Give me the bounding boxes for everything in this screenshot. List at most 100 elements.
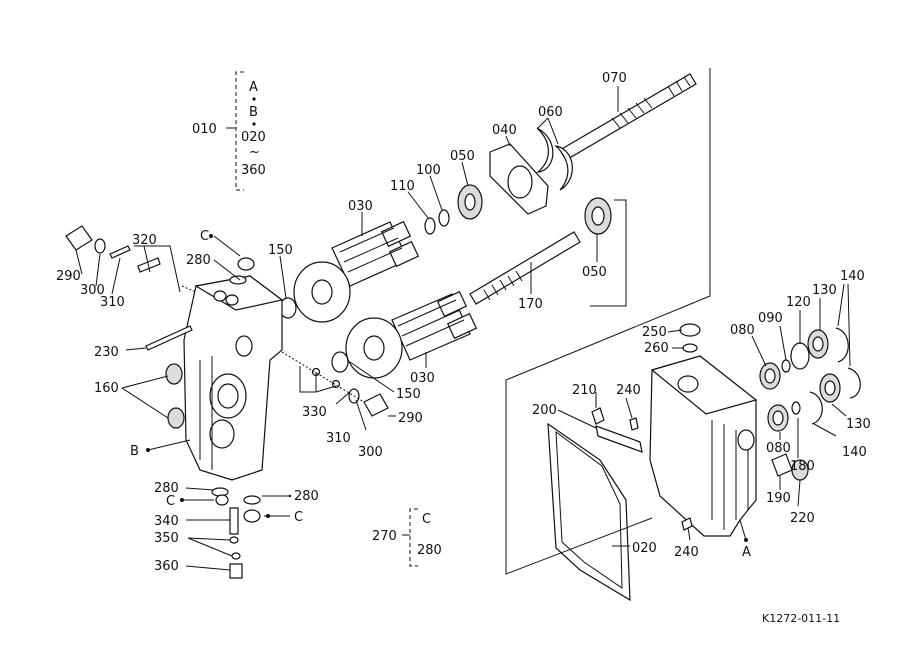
- label-090: 090: [758, 311, 783, 326]
- label-300-right: 300: [358, 445, 383, 460]
- pin-210: [591, 407, 605, 425]
- plug-150-lower: [331, 351, 349, 373]
- bolt-230: [145, 325, 193, 351]
- cylinder-barrel-upper: [293, 261, 351, 323]
- gasket-020: [547, 422, 631, 602]
- bearing-050-upper: [457, 184, 483, 220]
- label-050-lower: 050: [582, 265, 607, 280]
- label-260: 260: [644, 341, 669, 356]
- label-150-lower: 150: [396, 387, 421, 402]
- label-c-bottom-b: C: [294, 510, 303, 525]
- plug-360: [229, 563, 243, 579]
- plug-c-bottom-a: [215, 494, 229, 506]
- ring-110: [424, 217, 436, 235]
- label-280-top: 280: [186, 253, 211, 268]
- left-housing: [183, 275, 284, 481]
- legend-010-label: 010: [192, 122, 217, 137]
- label-c-bottom-a: C: [166, 494, 175, 509]
- legend-270-label: 270: [372, 529, 397, 544]
- bearing-080-bottom: [767, 404, 789, 432]
- label-350: 350: [154, 531, 179, 546]
- valve-340: [229, 507, 239, 535]
- label-030-upper: 030: [348, 199, 373, 214]
- label-150-upper: 150: [268, 243, 293, 258]
- valve-290-right: [363, 393, 389, 417]
- plug-c-top: [237, 257, 255, 271]
- label-280-bottom-a: 280: [154, 481, 179, 496]
- legend-010-item-a: A: [249, 80, 258, 95]
- valve-290-left: [65, 225, 93, 251]
- label-230: 230: [94, 345, 119, 360]
- callout-labels: 070 060 040 050 100 110 030 150 050 170 …: [56, 71, 871, 574]
- legend-010-item-360: 360: [241, 163, 266, 178]
- label-180: 180: [790, 459, 815, 474]
- bearing-130-top: [807, 329, 829, 359]
- label-140-top: 140: [840, 269, 865, 284]
- label-b: B: [130, 444, 139, 459]
- label-030-lower: 030: [410, 371, 435, 386]
- bearing-130-bottom: [819, 373, 841, 403]
- label-120: 120: [786, 295, 811, 310]
- label-040: 040: [492, 123, 517, 138]
- valve-320: [137, 257, 161, 273]
- legend-010-item-020: 020: [241, 130, 266, 145]
- label-110: 110: [390, 179, 415, 194]
- label-360: 360: [154, 559, 179, 574]
- label-080-top: 080: [730, 323, 755, 338]
- label-280-bottom-b: 280: [294, 489, 319, 504]
- shaft-070: [559, 73, 697, 161]
- bearing-050-lower: [584, 197, 612, 235]
- label-a: A: [742, 545, 751, 560]
- cradle-040: [489, 143, 549, 215]
- bearing-160-b: [167, 407, 185, 429]
- circlip-140-mid: [847, 367, 861, 399]
- legend-010-item-b: B: [249, 105, 258, 120]
- label-320: 320: [132, 233, 157, 248]
- label-190: 190: [766, 491, 791, 506]
- label-170: 170: [518, 297, 543, 312]
- circlip-140-top: [835, 327, 849, 363]
- label-200: 200: [532, 403, 557, 418]
- label-300-left: 300: [80, 283, 105, 298]
- label-240-top: 240: [616, 383, 641, 398]
- ring-090: [781, 359, 791, 373]
- legend-270-item-c: C: [422, 512, 431, 527]
- fork-060: [536, 127, 573, 191]
- label-100: 100: [416, 163, 441, 178]
- ring-180: [791, 401, 801, 415]
- lever-200: [595, 425, 643, 453]
- label-340: 340: [154, 514, 179, 529]
- pin-240-bottom: [681, 517, 693, 531]
- label-060: 060: [538, 105, 563, 120]
- oring-280-top: [229, 275, 247, 285]
- ring-120: [790, 342, 810, 370]
- label-080-bottom: 080: [766, 441, 791, 456]
- label-050-upper: 050: [450, 149, 475, 164]
- plug-250: [679, 323, 701, 337]
- oring-280-bottom-b: [243, 495, 261, 505]
- label-130-bottom: 130: [846, 417, 871, 432]
- legend-010-item-tilde: ~: [249, 145, 260, 160]
- right-housing: [649, 355, 758, 537]
- ring-100: [438, 209, 450, 227]
- label-290-right: 290: [398, 411, 423, 426]
- label-140-bottom: 140: [842, 445, 867, 460]
- cylinder-barrel-lower: [345, 317, 403, 379]
- ring-350-a: [229, 536, 239, 544]
- circlip-140-bottom: [809, 391, 823, 425]
- bearing-160-a: [165, 363, 183, 385]
- leader-dots: [146, 234, 748, 542]
- legend-010: 010 A B 020 ~ 360: [192, 71, 266, 191]
- label-220: 220: [790, 511, 815, 526]
- label-020: 020: [632, 541, 657, 556]
- label-240-bottom: 240: [674, 545, 699, 560]
- label-290-left: 290: [56, 269, 81, 284]
- drawing-code: K1272-011-11: [762, 612, 840, 625]
- plug-c-bottom-b: [243, 509, 261, 523]
- pistons-030-lower: [391, 290, 478, 361]
- label-130-top: 130: [812, 283, 837, 298]
- ring-300-left: [94, 238, 106, 254]
- label-160: 160: [94, 381, 119, 396]
- label-310-left: 310: [100, 295, 125, 310]
